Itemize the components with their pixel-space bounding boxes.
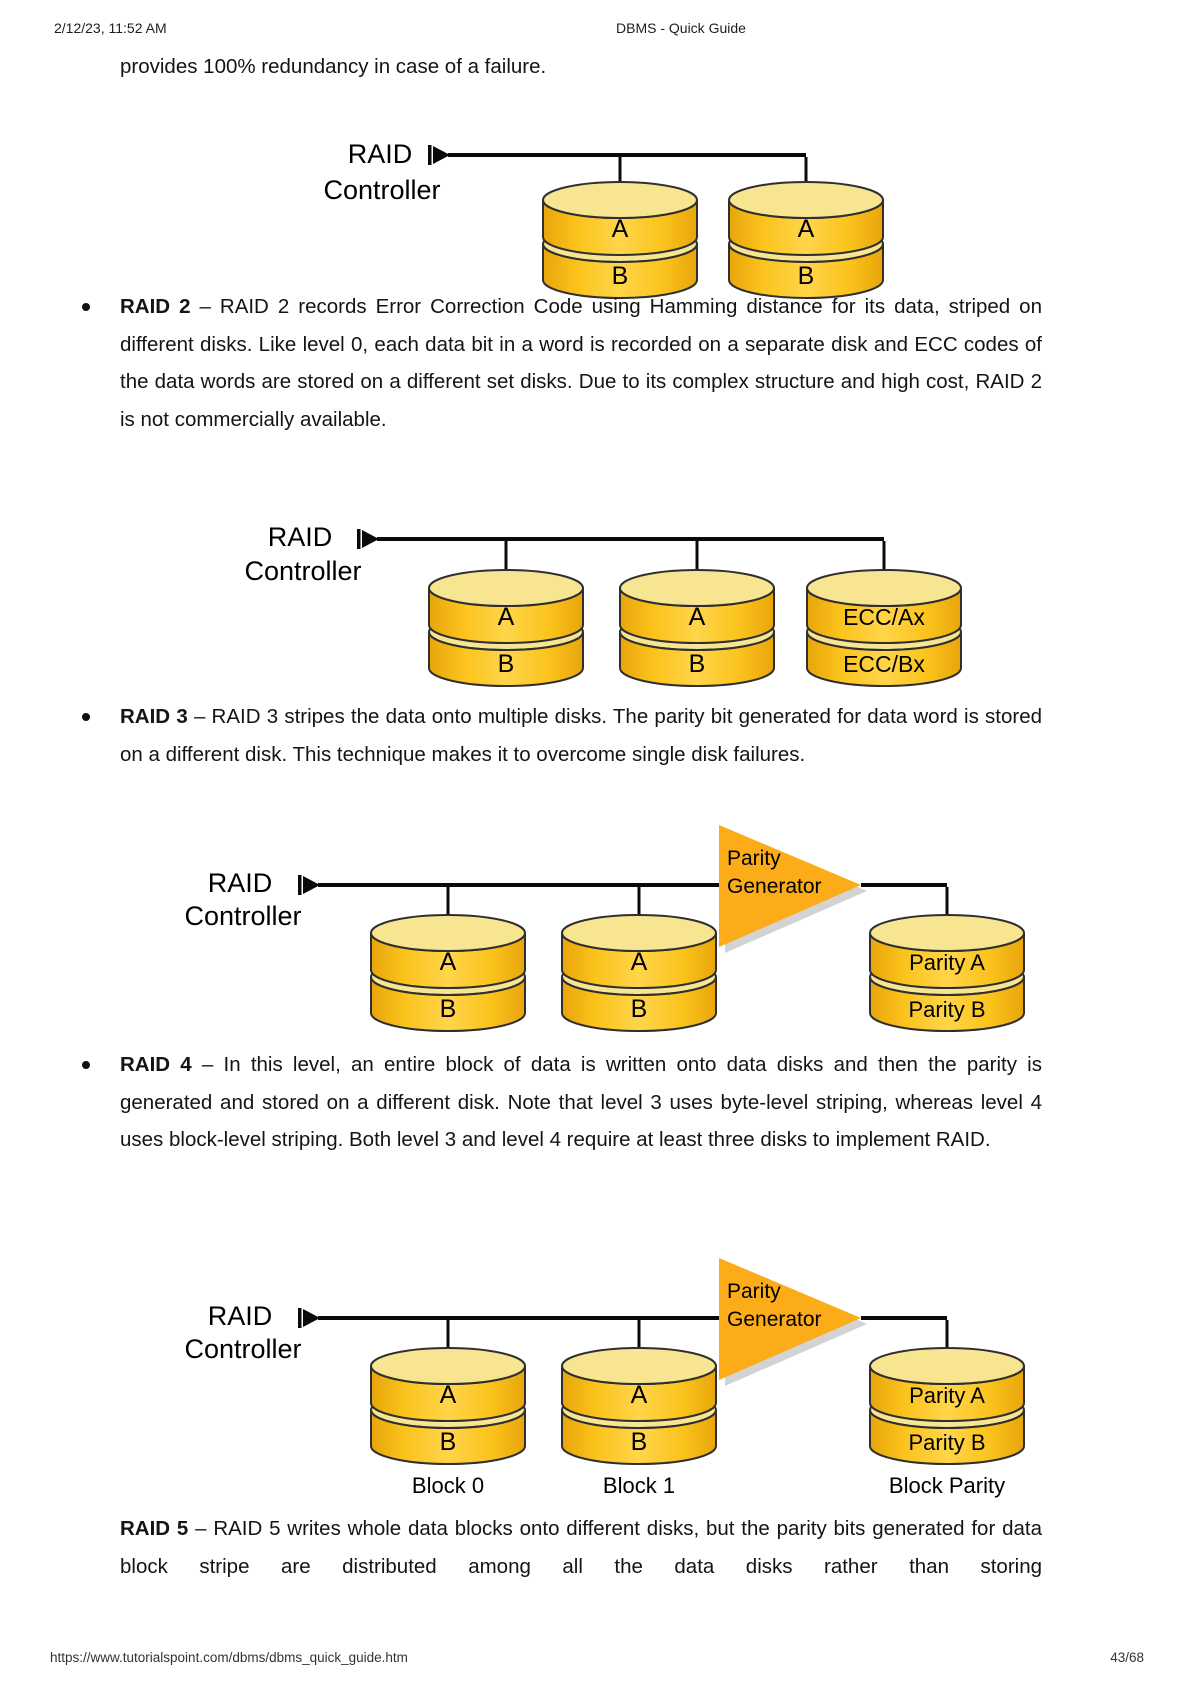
bus-arrow-icon <box>298 875 320 895</box>
disk-label: B <box>612 262 629 290</box>
svg-text:Generator: Generator <box>727 1308 822 1331</box>
bullet-text: RAID 3 – RAID 3 stripes the data onto mu… <box>120 698 1042 773</box>
disk-stack-icon <box>428 569 584 687</box>
footer-url: https://www.tutorialspoint.com/dbms/dbms… <box>50 1650 408 1665</box>
disk-label: Parity A <box>909 1383 985 1408</box>
bullet-body: – RAID 2 records Error Correction Code u… <box>120 295 1042 431</box>
raid-controller-label: RAID <box>268 522 333 552</box>
disk-stack-icon <box>561 1347 717 1465</box>
bullet-body: – RAID 3 stripes the data onto multiple … <box>120 705 1042 766</box>
bullet-text: RAID 4 – In this level, an entire block … <box>120 1046 1042 1159</box>
disk-caption: Block 0 <box>412 1473 484 1498</box>
disk-label: Parity B <box>908 1430 985 1455</box>
disk-stack-icon <box>619 569 775 687</box>
bullet-marker <box>82 303 90 311</box>
svg-text:Generator: Generator <box>727 875 822 898</box>
raid-controller-label: RAID <box>208 1301 273 1331</box>
disk-label: B <box>440 995 457 1023</box>
bullet-term: RAID 5 <box>120 1517 189 1540</box>
disk-stack-icon <box>806 569 962 687</box>
parity-generator-label: Parity <box>727 1280 781 1303</box>
bullet-body: – RAID 5 writes whole data blocks onto d… <box>120 1517 1042 1578</box>
bullet-term: RAID 4 <box>120 1053 192 1076</box>
parity-generator-label: Parity <box>727 847 781 870</box>
raid3-diagram: RAID Controller Parity Generator A B A B… <box>184 825 1025 1032</box>
svg-text:Controller: Controller <box>184 1334 301 1364</box>
disk-label: A <box>612 215 629 243</box>
bullet-text: RAID 2 – RAID 2 records Error Correction… <box>120 288 1042 438</box>
raid-controller-label: RAID <box>348 139 413 169</box>
parity-triangle-shadow <box>725 1264 867 1386</box>
disk-caption: Block 1 <box>603 1473 675 1498</box>
disk-label: A <box>440 1381 457 1409</box>
disk-label: A <box>498 603 515 631</box>
disk-label: A <box>440 948 457 976</box>
disk-stack-icon <box>370 1347 526 1465</box>
disk-stack-icon <box>561 914 717 1032</box>
raid4-diagram: RAID Controller Parity Generator A B A B… <box>184 1258 1025 1498</box>
parity-generator-triangle <box>719 825 861 947</box>
disk-label: B <box>498 650 515 678</box>
disk-caption: Block Parity <box>889 1473 1005 1498</box>
bullet-raid3: RAID 3 – RAID 3 stripes the data onto mu… <box>82 698 1042 773</box>
disk-label: B <box>440 1428 457 1456</box>
bus-arrow-icon <box>298 1308 320 1328</box>
disk-label: A <box>689 603 706 631</box>
bus-arrow-icon <box>357 529 379 549</box>
bullet-term: RAID 2 <box>120 295 191 318</box>
bullet-raid2: RAID 2 – RAID 2 records Error Correction… <box>82 288 1042 438</box>
disk-label: B <box>631 1428 648 1456</box>
disk-label: Parity A <box>909 950 985 975</box>
svg-text:Controller: Controller <box>323 175 440 205</box>
disk-stack-icon <box>869 1347 1025 1465</box>
bus-arrow-icon <box>428 145 450 165</box>
bullet-text: RAID 5 – RAID 5 writes whole data blocks… <box>120 1510 1042 1581</box>
raid2-diagram: RAID Controller A B A B ECC/Ax ECC/Bx <box>244 522 962 687</box>
svg-text:Controller: Controller <box>184 901 301 931</box>
disk-label: B <box>689 650 706 678</box>
bullet-raid4: RAID 4 – In this level, an entire block … <box>82 1046 1042 1159</box>
disk-label: Parity B <box>908 997 985 1022</box>
intro-paragraph: provides 100% redundancy in case of a fa… <box>120 55 547 78</box>
footer-page-number: 43/68 <box>1110 1650 1144 1665</box>
bullet-raid5: RAID 5 – RAID 5 writes whole data blocks… <box>120 1510 1042 1581</box>
disk-label: A <box>631 948 648 976</box>
bullet-marker <box>82 1061 90 1069</box>
disk-stack-icon <box>370 914 526 1032</box>
header-title: DBMS - Quick Guide <box>616 20 746 36</box>
header-date: 2/12/23, 11:52 AM <box>54 20 167 36</box>
bullet-body: – In this level, an entire block of data… <box>120 1053 1042 1151</box>
bullet-term: RAID 3 <box>120 705 188 728</box>
disk-stack-icon <box>869 914 1025 1032</box>
disk-label: ECC/Bx <box>843 651 925 677</box>
parity-triangle-shadow <box>725 831 867 953</box>
disk-label: B <box>631 995 648 1023</box>
raid-controller-label: RAID <box>208 868 273 898</box>
disk-label: ECC/Ax <box>843 604 925 630</box>
disk-label: B <box>798 262 815 290</box>
bullet-marker <box>82 713 90 721</box>
disk-stack-icon <box>728 181 884 299</box>
disk-stack-icon <box>542 181 698 299</box>
disk-label: A <box>631 1381 648 1409</box>
parity-generator-triangle <box>719 1258 861 1380</box>
raid1-diagram: RAID Controller A B A B <box>323 139 884 299</box>
svg-text:Controller: Controller <box>244 556 361 586</box>
disk-label: A <box>798 215 815 243</box>
